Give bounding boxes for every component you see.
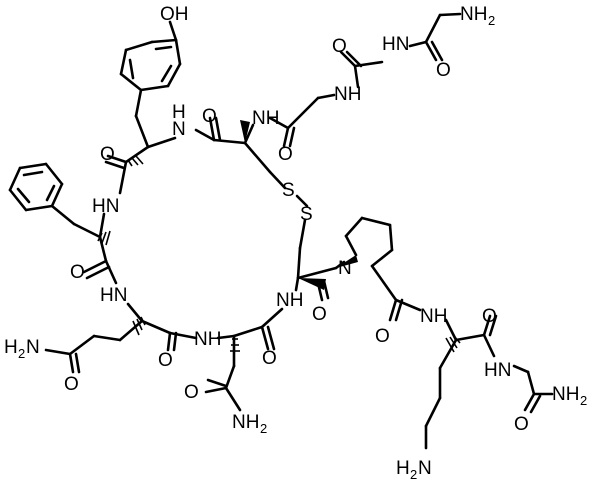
atom-proline-nitrogen: N bbox=[338, 258, 352, 279]
stereo-bonds bbox=[97, 120, 461, 353]
atom-oxygen: O bbox=[158, 350, 173, 371]
atom-amide-nh: NH bbox=[276, 290, 303, 311]
atom-oxygen: O bbox=[262, 348, 277, 369]
atom-amide-nh: HN bbox=[382, 34, 409, 55]
atom-amide-nh: NH bbox=[194, 329, 221, 350]
atom-nitrogen: N bbox=[172, 119, 186, 140]
atom-oxygen: O bbox=[64, 374, 79, 395]
atom-hydroxyl: OH bbox=[160, 4, 189, 25]
atom-amide-nh: HN bbox=[92, 196, 119, 217]
atom-oxygen: O bbox=[312, 304, 327, 325]
atom-amine-h: H bbox=[4, 337, 18, 358]
atom-oxygen: O bbox=[482, 306, 497, 327]
atom-amine-nh2: NH bbox=[232, 412, 259, 433]
atom-oxygen: O bbox=[332, 36, 347, 57]
atom-oxygen: O bbox=[70, 262, 85, 283]
atom-sulfur: S bbox=[282, 180, 295, 201]
atom-oxygen: O bbox=[436, 60, 451, 81]
atom-oxygen: O bbox=[202, 106, 217, 127]
atom-oxygen: O bbox=[184, 382, 199, 403]
atom-amine-nh2: NH bbox=[460, 4, 487, 25]
atom-oxygen: O bbox=[278, 144, 293, 165]
atom-amine-h: H bbox=[396, 458, 410, 479]
atom-sulfur: S bbox=[300, 204, 313, 225]
atom-amine-n: N bbox=[418, 458, 432, 479]
atom-amide-nh: NH bbox=[420, 306, 447, 327]
subscript-2: 2 bbox=[260, 421, 267, 436]
bond-lines bbox=[8, 12, 554, 450]
atom-amine-nh2: NH bbox=[552, 384, 579, 405]
subscript-2: 2 bbox=[410, 467, 417, 482]
atom-labels: OH O N H NH O NH O HN O NH 2 O HN S S O … bbox=[4, 4, 587, 482]
atom-amide-nh: NH bbox=[334, 84, 361, 105]
atom-amide-nh: NH bbox=[252, 108, 279, 129]
atom-oxygen: O bbox=[100, 144, 115, 165]
atom-amide-nh: HN bbox=[100, 285, 127, 306]
atom-oxygen: O bbox=[514, 414, 529, 435]
subscript-2: 2 bbox=[580, 393, 587, 408]
atom-amine-n: N bbox=[26, 337, 40, 358]
atom-hydrogen: H bbox=[172, 102, 186, 123]
subscript-2: 2 bbox=[488, 13, 495, 28]
atom-oxygen: O bbox=[375, 326, 390, 347]
subscript-2: 2 bbox=[18, 346, 25, 361]
atom-amide-nh: HN bbox=[484, 360, 511, 381]
